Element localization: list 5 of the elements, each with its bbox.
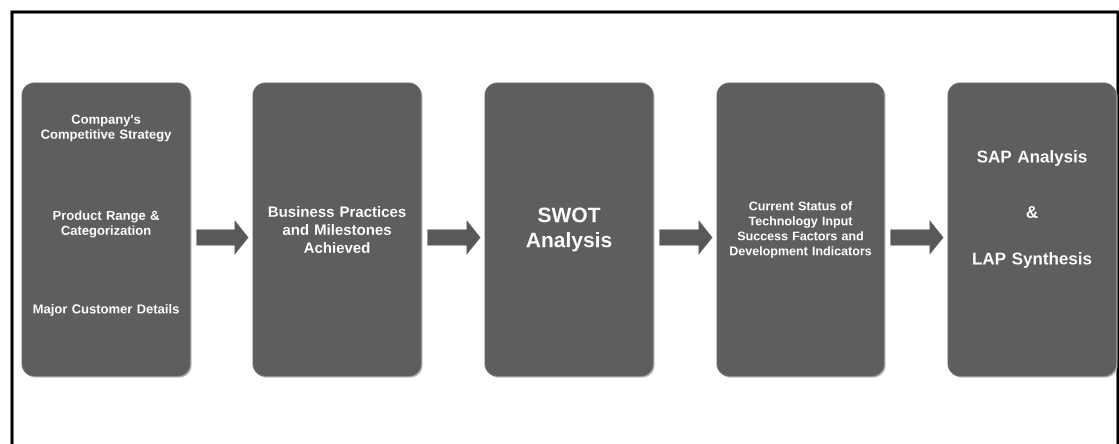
process-box: Business Practices and Milestones Achieved	[252, 82, 423, 378]
process-box: SAP Analysis & LAP Synthesis	[947, 82, 1118, 378]
process-box: SWOT Analysis	[484, 82, 655, 378]
process-box: Company's Competitive Strategy Product Range & Categorization Major Customer Details	[21, 82, 192, 378]
process-box: Current Status of Technology Input Success Factors and Development Indicators	[716, 82, 886, 378]
